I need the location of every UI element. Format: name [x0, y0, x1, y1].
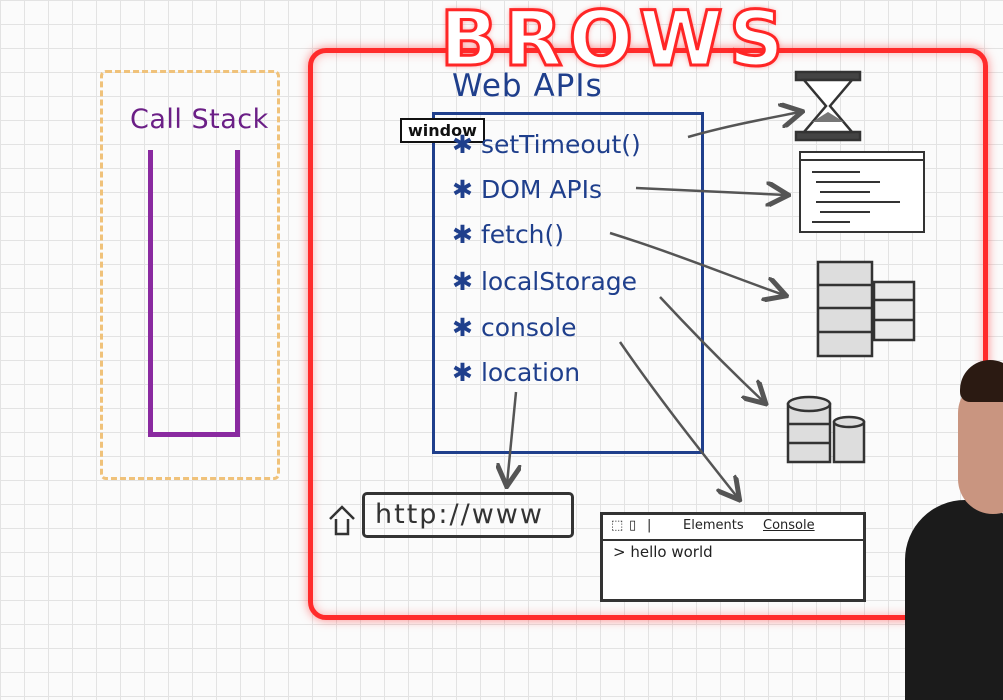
api-item-fetch: ✱fetch(): [452, 220, 565, 249]
devtools-toolbar: ⬚ ▯ | Elements Console: [603, 515, 863, 541]
web-apis-box: [432, 112, 704, 454]
browser-frame: [308, 48, 988, 620]
bullet-star-icon: ✱: [452, 267, 473, 296]
bullet-star-icon: ✱: [452, 313, 473, 342]
bullet-star-icon: ✱: [452, 220, 473, 249]
diagram-drawings: [329, 70, 925, 536]
api-item-settimeout: ✱setTimeout(): [452, 130, 641, 159]
tab-elements: Elements: [683, 518, 744, 533]
call-stack-title: Call Stack: [130, 104, 269, 135]
api-item-dom-apis: ✱DOM APIs: [452, 175, 602, 204]
browser-title: BROWS: [439, 0, 790, 85]
api-item-location: ✱location: [452, 358, 581, 387]
console-output: > hello world: [613, 543, 713, 561]
window-label: window: [400, 118, 485, 143]
arrow-settimeout: [687, 112, 800, 139]
arrow-fetch: [609, 231, 784, 295]
arrow-console: [618, 341, 738, 498]
server-icon: [816, 260, 916, 358]
inspect-icon: ⬚: [611, 518, 624, 533]
url-bar: http://www: [362, 492, 574, 538]
presenter-body: [905, 500, 1003, 700]
tab-console: Console: [763, 518, 815, 533]
api-item-localstorage: ✱localStorage: [452, 267, 638, 296]
arrow-localstorage: [659, 296, 764, 402]
devtools-panel: ⬚ ▯ | Elements Console > hello world: [600, 512, 866, 602]
call-stack-container: [148, 150, 240, 437]
bullet-star-icon: ✱: [452, 358, 473, 387]
web-apis-title: Web APIs: [452, 68, 603, 104]
call-stack-frame: [100, 70, 280, 480]
hourglass-icon: [794, 70, 862, 142]
database-icon: [786, 395, 866, 464]
toolbar-divider: |: [647, 518, 652, 533]
home-arrow-icon: [329, 505, 355, 536]
api-item-console: ✱console: [452, 313, 577, 342]
arrow-dom-apis: [635, 188, 786, 195]
document-icon: [799, 151, 925, 233]
device-icon: ▯: [629, 518, 637, 533]
bullet-star-icon: ✱: [452, 130, 473, 159]
arrow-location: [507, 391, 516, 484]
bullet-star-icon: ✱: [452, 175, 473, 204]
